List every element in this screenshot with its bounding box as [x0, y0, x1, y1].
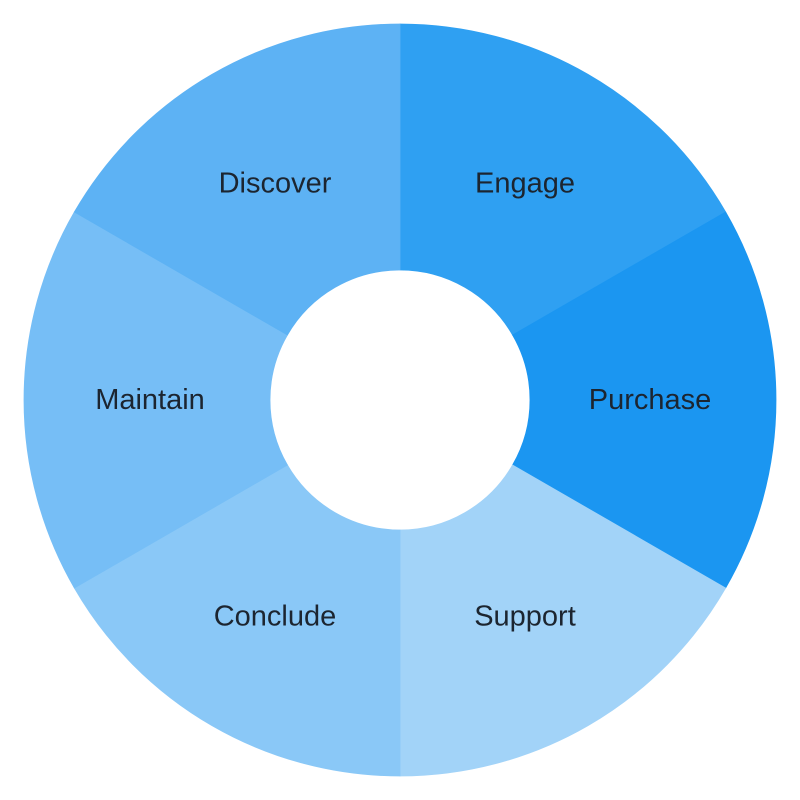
segment-label-purchase: Purchase [589, 384, 712, 416]
segment-label-conclude: Conclude [214, 601, 337, 633]
segment-label-support: Support [474, 601, 576, 633]
segment-label-discover: Discover [219, 168, 332, 200]
segment-purchase [512, 211, 777, 589]
segment-conclude [73, 464, 401, 777]
segment-support [399, 464, 727, 777]
segment-maintain [23, 211, 288, 589]
segment-label-maintain: Maintain [95, 384, 205, 416]
segment-label-engage: Engage [475, 168, 575, 200]
donut-segments [23, 23, 777, 777]
segment-discover [73, 23, 401, 336]
segment-engage [399, 23, 727, 336]
